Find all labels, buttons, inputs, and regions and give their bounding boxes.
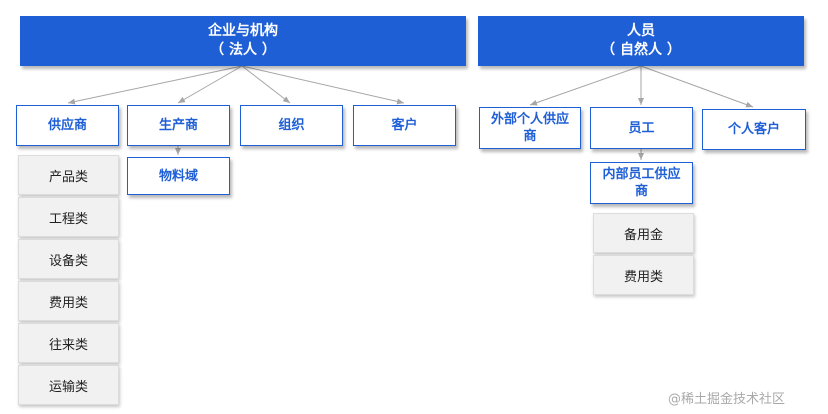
node-organization[interactable]: 组织: [240, 105, 343, 146]
node-individual-customer[interactable]: 个人客户: [702, 109, 806, 150]
supplier-item-transport[interactable]: 运输类: [18, 365, 119, 405]
natural-person-title: 人员: [627, 23, 655, 39]
node-employee[interactable]: 员工: [590, 107, 693, 149]
supplier-item-engineering[interactable]: 工程类: [18, 197, 119, 237]
supplier-item-equipment[interactable]: 设备类: [18, 239, 119, 279]
link-legal-org: [241, 65, 291, 104]
supplier-item-account[interactable]: 往来类: [18, 323, 119, 363]
node-material-domain[interactable]: 物料域: [127, 157, 230, 195]
employee-item-petty-cash[interactable]: 备用金: [593, 213, 694, 253]
supplier-item-product[interactable]: 产品类: [18, 155, 119, 195]
link-person-customer: [640, 65, 754, 108]
link-legal-producer: [177, 65, 243, 104]
node-supplier[interactable]: 供应商: [16, 105, 119, 146]
node-customer[interactable]: 客户: [353, 105, 456, 146]
legal-entity-root[interactable]: 企业与机构 （ 法人 ）: [20, 16, 466, 66]
employee-item-expense[interactable]: 费用类: [593, 255, 694, 295]
node-internal-employee-supplier[interactable]: 内部员工供应商: [590, 162, 693, 204]
link-legal-customer: [241, 65, 405, 105]
node-external-individual-supplier[interactable]: 外部个人供应商: [479, 107, 581, 149]
link-legal-supplier: [67, 65, 243, 105]
natural-person-root[interactable]: 人员 （ 自然人 ）: [478, 16, 804, 66]
node-producer[interactable]: 生产商: [127, 105, 230, 146]
supplier-item-expense[interactable]: 费用类: [18, 281, 119, 321]
link-person-external: [529, 65, 642, 106]
natural-person-subtitle: （ 自然人 ）: [601, 42, 681, 58]
watermark: @稀土掘金技术社区: [668, 392, 786, 407]
legal-entity-title: 企业与机构: [208, 23, 278, 39]
legal-entity-subtitle: （ 法人 ）: [210, 42, 276, 58]
